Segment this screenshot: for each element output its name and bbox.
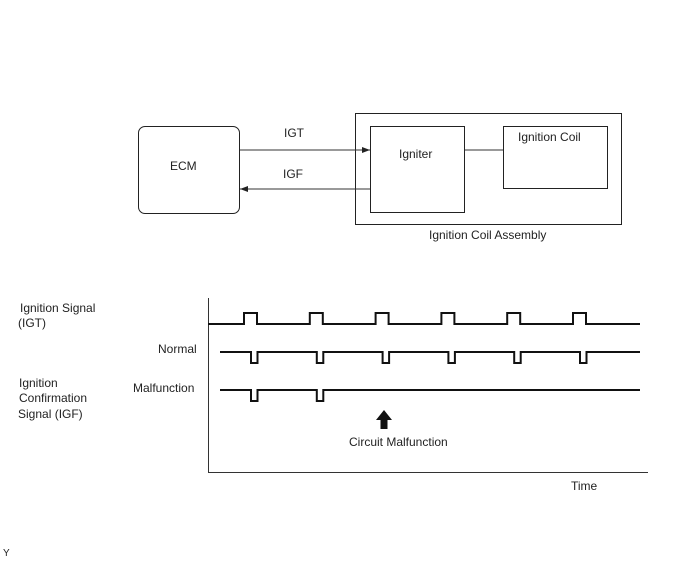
ecm-block xyxy=(138,126,240,214)
igt-label: IGT xyxy=(284,126,304,140)
igf-label: IGF xyxy=(283,167,303,181)
circuit-malfunction-arrow-icon xyxy=(376,410,392,429)
ignition-coil-block xyxy=(503,126,608,189)
igniter-block xyxy=(370,126,465,213)
corner-mark: Y xyxy=(3,548,10,559)
igt-signal-label-line1: Ignition Signal xyxy=(20,301,96,315)
igf-normal-waveform xyxy=(220,351,640,364)
normal-label: Normal xyxy=(158,342,197,356)
ecm-label: ECM xyxy=(170,159,197,173)
igniter-label: Igniter xyxy=(399,147,433,161)
igt-signal-label-line2: (IGT) xyxy=(18,316,46,330)
malfunction-label: Malfunction xyxy=(133,381,195,395)
igt-waveform xyxy=(208,312,640,325)
circuit-malfunction-label: Circuit Malfunction xyxy=(349,435,448,449)
igf-malfunction-waveform xyxy=(220,389,640,402)
igf-signal-label-line3: Signal (IGF) xyxy=(18,407,83,421)
ignition-coil-label: Ignition Coil xyxy=(518,130,581,144)
time-axis-label: Time xyxy=(571,479,598,493)
igf-signal-label-line1: Ignition xyxy=(19,376,58,390)
igf-signal-label-line2: Confirmation xyxy=(19,391,88,405)
assembly-label: Ignition Coil Assembly xyxy=(429,228,547,242)
